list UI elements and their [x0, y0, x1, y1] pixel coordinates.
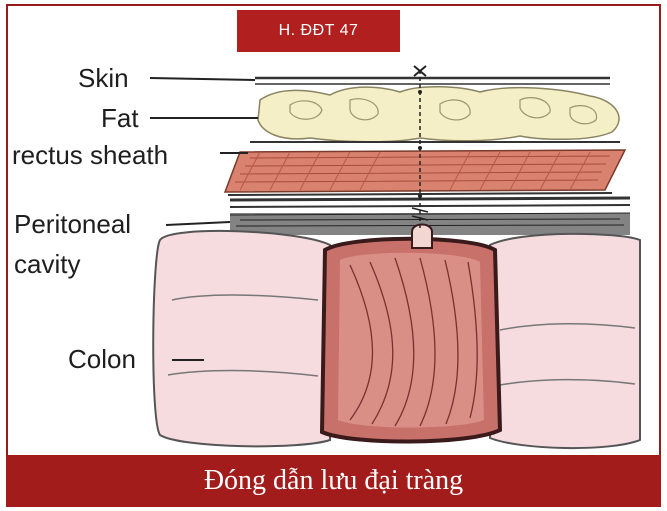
peritoneum-layer	[229, 196, 631, 235]
skin-leader-line	[149, 77, 256, 81]
label-skin: Skin	[78, 63, 129, 93]
colon-stoma	[319, 223, 503, 444]
peritoneal-leader-line	[165, 221, 231, 226]
skin-layer	[255, 76, 610, 85]
caption-bar: Đóng dẫn lưu đại tràng	[6, 455, 661, 507]
label-colon: Colon	[68, 344, 136, 374]
label-rectus-sheath: rectus sheath	[12, 140, 169, 170]
label-fat: Fat	[101, 103, 139, 133]
fat-layer	[257, 86, 620, 143]
suture-line	[411, 65, 429, 230]
label-peritoneal: Peritoneal	[14, 209, 132, 239]
leader-lines	[149, 77, 258, 361]
figure-label: H. ĐĐT 47	[237, 10, 400, 52]
label-cavity: cavity	[14, 249, 81, 279]
colon-loops	[152, 229, 641, 450]
rectus-sheath-layer	[223, 141, 627, 196]
